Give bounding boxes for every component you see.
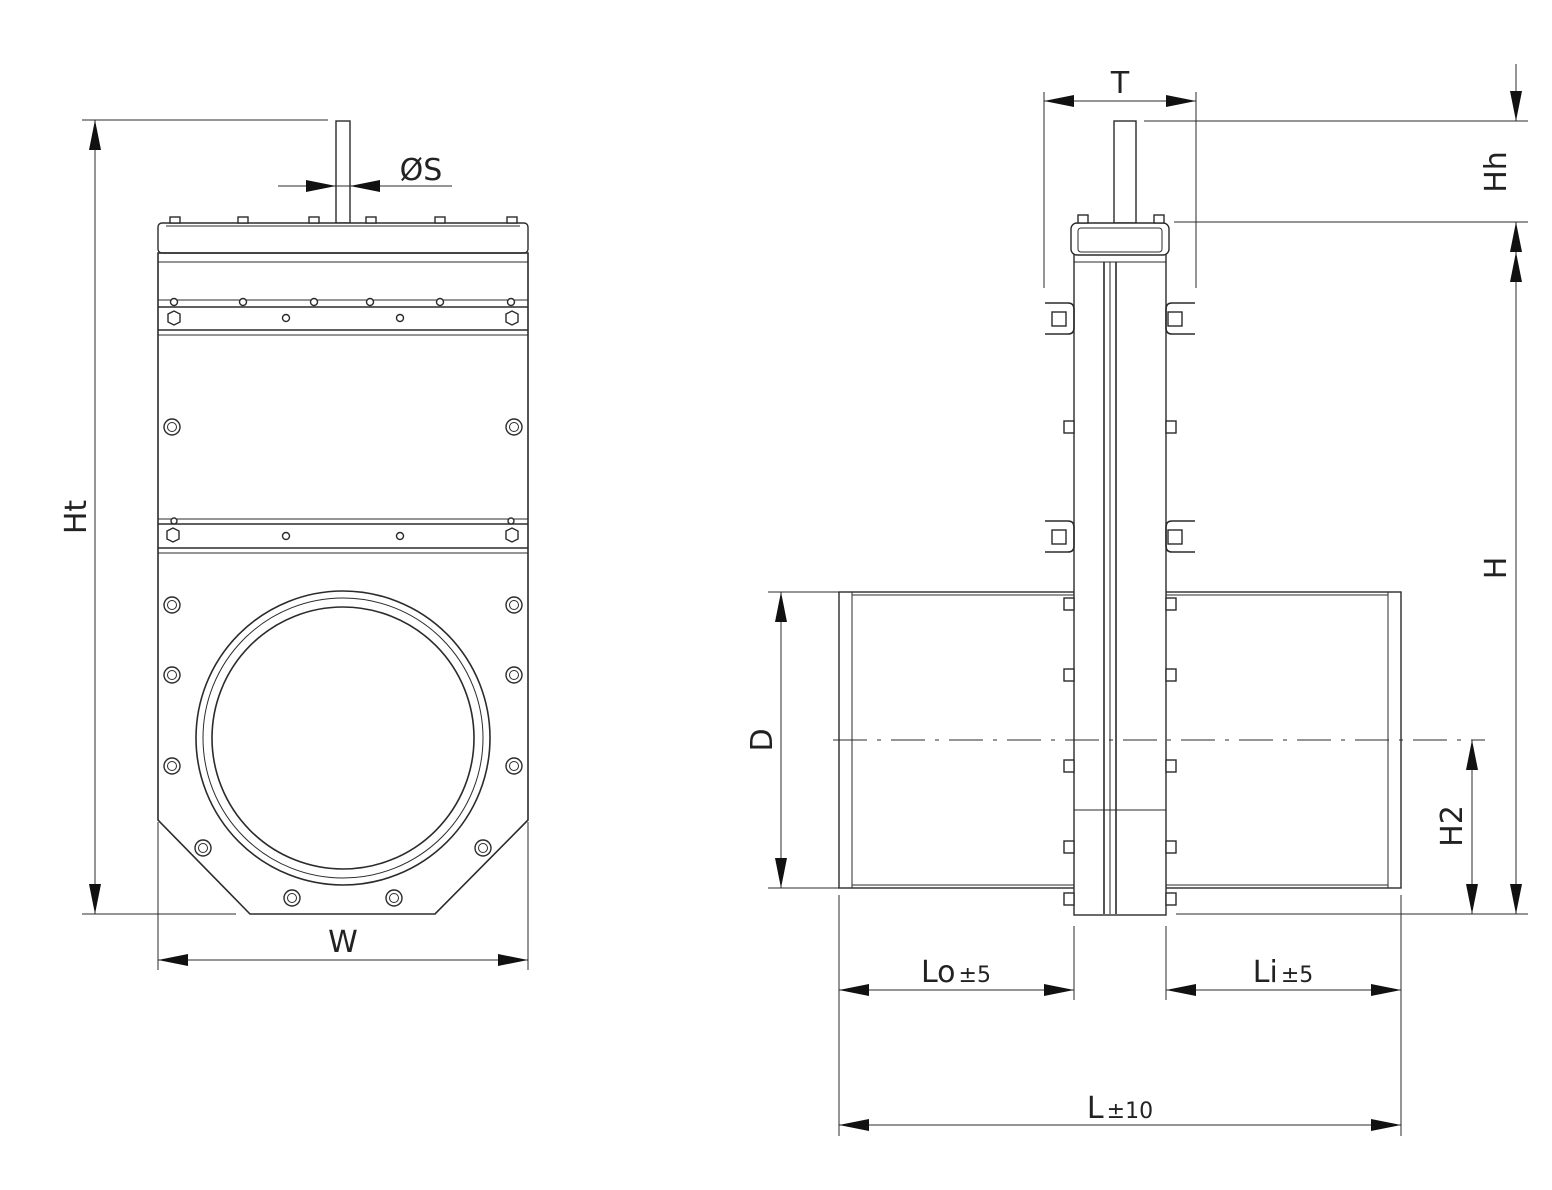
dimension-os bbox=[278, 180, 452, 192]
label-h: H bbox=[1479, 557, 1514, 580]
lower-bolt-bar bbox=[158, 517, 528, 554]
dimension-h bbox=[1176, 252, 1528, 915]
label-t: T bbox=[1110, 66, 1130, 101]
dimension-ht bbox=[82, 119, 328, 915]
label-l-group: L±10 bbox=[1087, 1091, 1153, 1126]
top-bolts bbox=[169, 216, 518, 224]
label-lo-tolerance: ±5 bbox=[959, 963, 991, 988]
label-hh: Hh bbox=[1479, 151, 1514, 193]
label-w: W bbox=[328, 925, 358, 960]
side-bolts bbox=[1063, 420, 1177, 906]
label-lo: Lo bbox=[921, 955, 956, 990]
front-top-cap bbox=[157, 222, 529, 254]
dimension-lengths bbox=[838, 895, 1402, 1136]
label-h2: H2 bbox=[1435, 805, 1470, 847]
upper-bolt-bar bbox=[158, 297, 528, 336]
dimension-d bbox=[768, 591, 839, 889]
side-top-cap bbox=[1070, 222, 1170, 256]
label-li: Li bbox=[1253, 955, 1278, 990]
label-os: ØS bbox=[400, 153, 443, 188]
front-body bbox=[157, 252, 529, 915]
dimension-hh bbox=[1144, 64, 1528, 252]
gate-body bbox=[1073, 252, 1167, 916]
label-l-tolerance: ±10 bbox=[1107, 1099, 1153, 1124]
label-li-group: Li±5 bbox=[1253, 955, 1314, 990]
label-ht: Ht bbox=[59, 500, 94, 535]
side-view bbox=[768, 64, 1528, 1136]
label-d: D bbox=[745, 728, 780, 751]
label-li-tolerance: ±5 bbox=[1281, 963, 1313, 988]
dimension-w bbox=[157, 822, 529, 970]
side-stem bbox=[1113, 120, 1137, 224]
dimension-t bbox=[1043, 92, 1197, 288]
flange-bolts bbox=[163, 596, 523, 907]
middle-bolts bbox=[163, 418, 523, 436]
label-lo-group: Lo±5 bbox=[921, 955, 991, 990]
label-l: L bbox=[1087, 1091, 1104, 1126]
front-port bbox=[195, 590, 491, 886]
front-view bbox=[82, 119, 529, 970]
dimension-h2 bbox=[1466, 740, 1478, 914]
mount-brackets bbox=[1045, 302, 1195, 553]
front-stem bbox=[335, 120, 351, 224]
